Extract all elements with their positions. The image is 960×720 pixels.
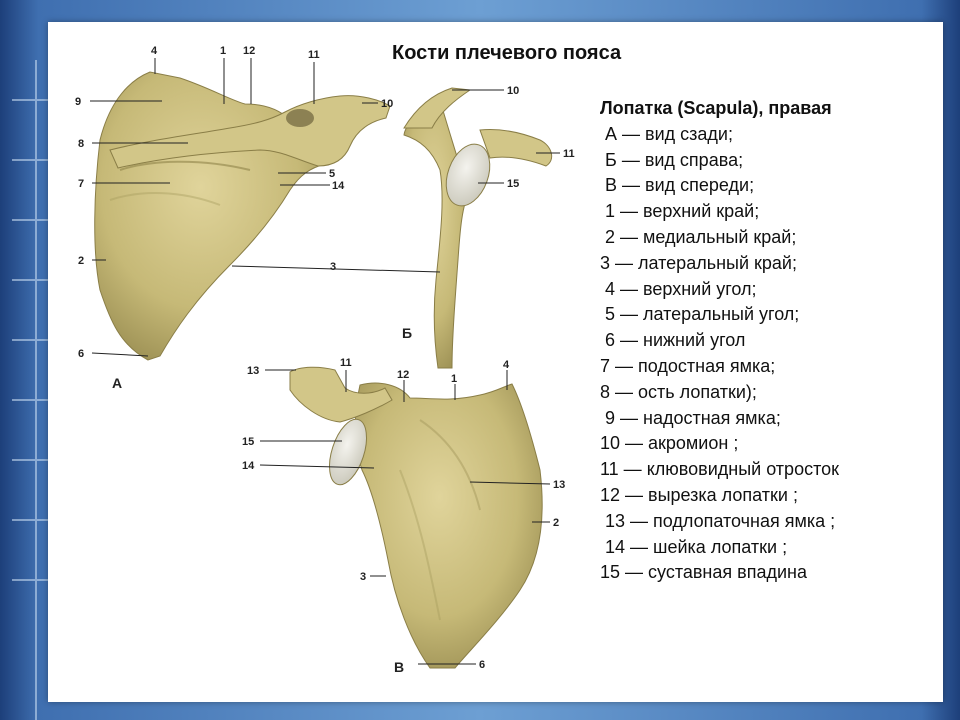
scapula-lateral-body (403, 99, 471, 369)
scapula-body-anterior (354, 382, 543, 669)
legend-item: 14 — шейка лопатки ; (600, 536, 788, 557)
label-v-11: 11 (340, 357, 352, 369)
label-v-14: 14 (242, 460, 255, 472)
label-a-11: 11 (308, 49, 320, 61)
legend-item: 7 — подостная ямка; (600, 355, 776, 376)
label-a-10: 10 (381, 98, 393, 110)
label-a-7: 7 (78, 178, 84, 190)
coracoid-lateral (479, 129, 553, 167)
label-a-5: 5 (329, 168, 335, 180)
legend-item: 11 — клювовидный отросток (600, 459, 840, 480)
legend-item: В — вид спереди; (600, 175, 755, 196)
label-a-9: 9 (75, 96, 81, 108)
label-v-15: 15 (242, 436, 254, 448)
label-v-12: 12 (397, 369, 409, 381)
label-v-1: 1 (451, 373, 457, 385)
legend-header: Лопатка (Scapula), правая (600, 98, 832, 118)
legend-item: А — вид сзади; (600, 123, 733, 144)
label-v-13a: 13 (247, 365, 259, 377)
legend-item: 12 — вырезка лопатки ; (600, 484, 798, 505)
legend-item: 8 — ость лопатки); (600, 381, 757, 402)
legend-item: 10 — акромион ; (600, 433, 739, 454)
label-v-13b: 13 (553, 479, 565, 491)
label-v-2: 2 (553, 517, 559, 529)
acromion-lateral (403, 87, 472, 129)
label-a-2: 2 (78, 255, 84, 267)
view-label-v: В (394, 659, 404, 675)
scapula-spine-acromion (109, 95, 391, 169)
legend-item: 5 — латеральный угол; (600, 304, 800, 325)
legend-item: 9 — надостная ямка; (600, 407, 781, 428)
view-label-a: А (112, 375, 122, 391)
label-v-3: 3 (360, 571, 366, 583)
coracoid-anterior (289, 366, 393, 423)
label-b-11: 11 (563, 148, 575, 160)
legend-item: 15 — суставная впадина (600, 562, 807, 583)
view-label-b: Б (402, 325, 412, 341)
legend-item: 4 — верхний угол; (600, 278, 757, 299)
legend-item: 1 — верхний край; (600, 201, 760, 222)
legend-item: 3 — латеральный край; (600, 252, 797, 273)
label-a-3: 3 (330, 261, 336, 273)
slide-title: Кости плечевого пояса (392, 42, 622, 64)
label-a-8: 8 (78, 138, 84, 150)
label-v-4: 4 (503, 359, 510, 371)
label-v-6: 6 (479, 659, 485, 671)
label-b-10: 10 (507, 85, 519, 97)
view-b-lateral (403, 87, 553, 369)
view-v-anterior (289, 366, 543, 669)
label-a-14: 14 (332, 180, 345, 192)
legend-item: 13 — подлопаточная ямка ; (600, 510, 836, 531)
glenoid-cavity-lateral (445, 143, 491, 207)
label-a-1: 1 (220, 45, 226, 57)
legend-item: 2 — медиальный край; (600, 226, 797, 247)
view-a-posterior (94, 71, 391, 361)
glenoid-cavity-anterior (329, 418, 367, 486)
legend-item: Б — вид справа; (600, 149, 744, 170)
label-a-6: 6 (78, 348, 84, 360)
label-a-4: 4 (151, 45, 158, 57)
legend-item: 6 — нижний угол (600, 330, 746, 351)
label-a-12: 12 (243, 45, 255, 57)
label-b-15: 15 (507, 178, 519, 190)
leader-lines (90, 58, 560, 665)
legend: Лопатка (Scapula), правая А — вид сзади;… (600, 96, 930, 586)
